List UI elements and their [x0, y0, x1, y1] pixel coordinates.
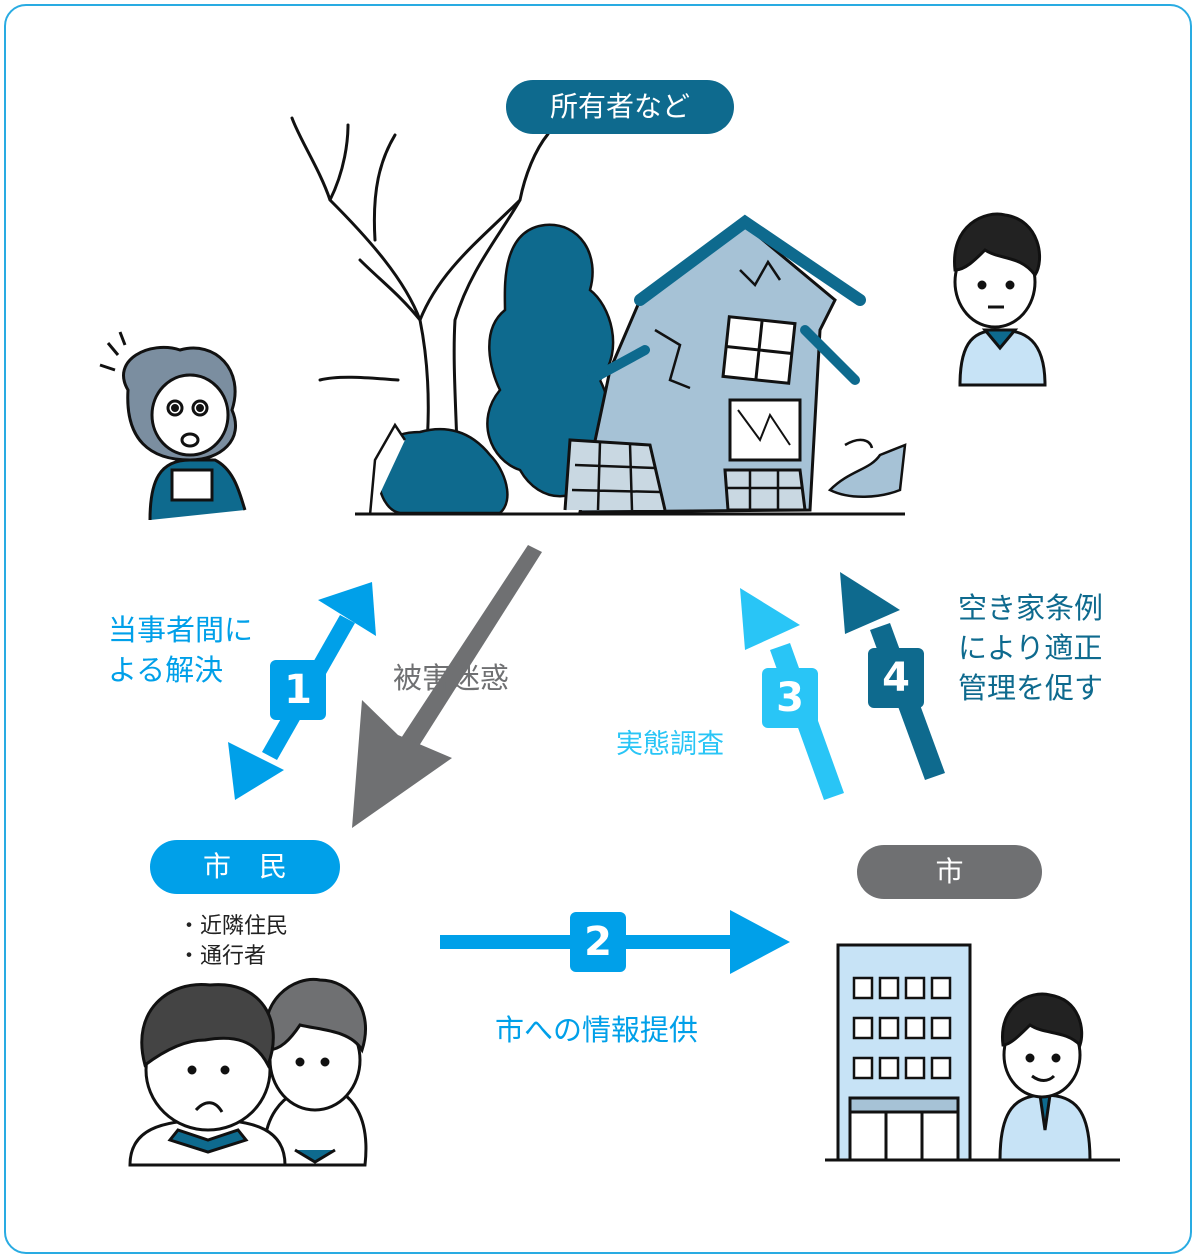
citizen-types-list: ・近隣住民 ・通行者: [178, 912, 288, 972]
citizen-type-item: ・近隣住民: [178, 914, 289, 939]
flow-3-label: 実態調査: [616, 729, 724, 760]
dead-tree-icon: [290, 116, 550, 512]
damage-arrow: [352, 545, 542, 828]
flow-2-number: 2: [570, 912, 626, 972]
flow-2-label: 市への情報提供: [495, 1013, 699, 1047]
citizen-type-item: ・通行者: [178, 944, 267, 969]
node-owners: 所有者など: [506, 80, 734, 134]
citizens-people-icon: [128, 977, 368, 1167]
city-official-person-icon: [998, 992, 1092, 1162]
diagram-frame: [4, 4, 1192, 1254]
dilapidated-house-icon: [355, 214, 907, 516]
node-city: 市: [857, 845, 1042, 899]
flow-4-label: 空き家条例 により適正 管理を促す: [958, 591, 1104, 705]
tree-icon: [376, 223, 615, 515]
node-citizens: 市 民: [150, 840, 340, 894]
city-hall-building-icon: [825, 943, 1120, 1162]
flow-1-label: 当事者間に よる解決: [108, 613, 254, 687]
flow-1-number: 1: [270, 660, 326, 720]
damage-label: 被害迷惑: [393, 661, 510, 695]
flow-3-number: 3: [762, 668, 818, 728]
worried-neighbour-person-icon: [99, 331, 247, 521]
owner-person-icon: [953, 212, 1047, 387]
flow-4-number: 4: [868, 648, 924, 708]
